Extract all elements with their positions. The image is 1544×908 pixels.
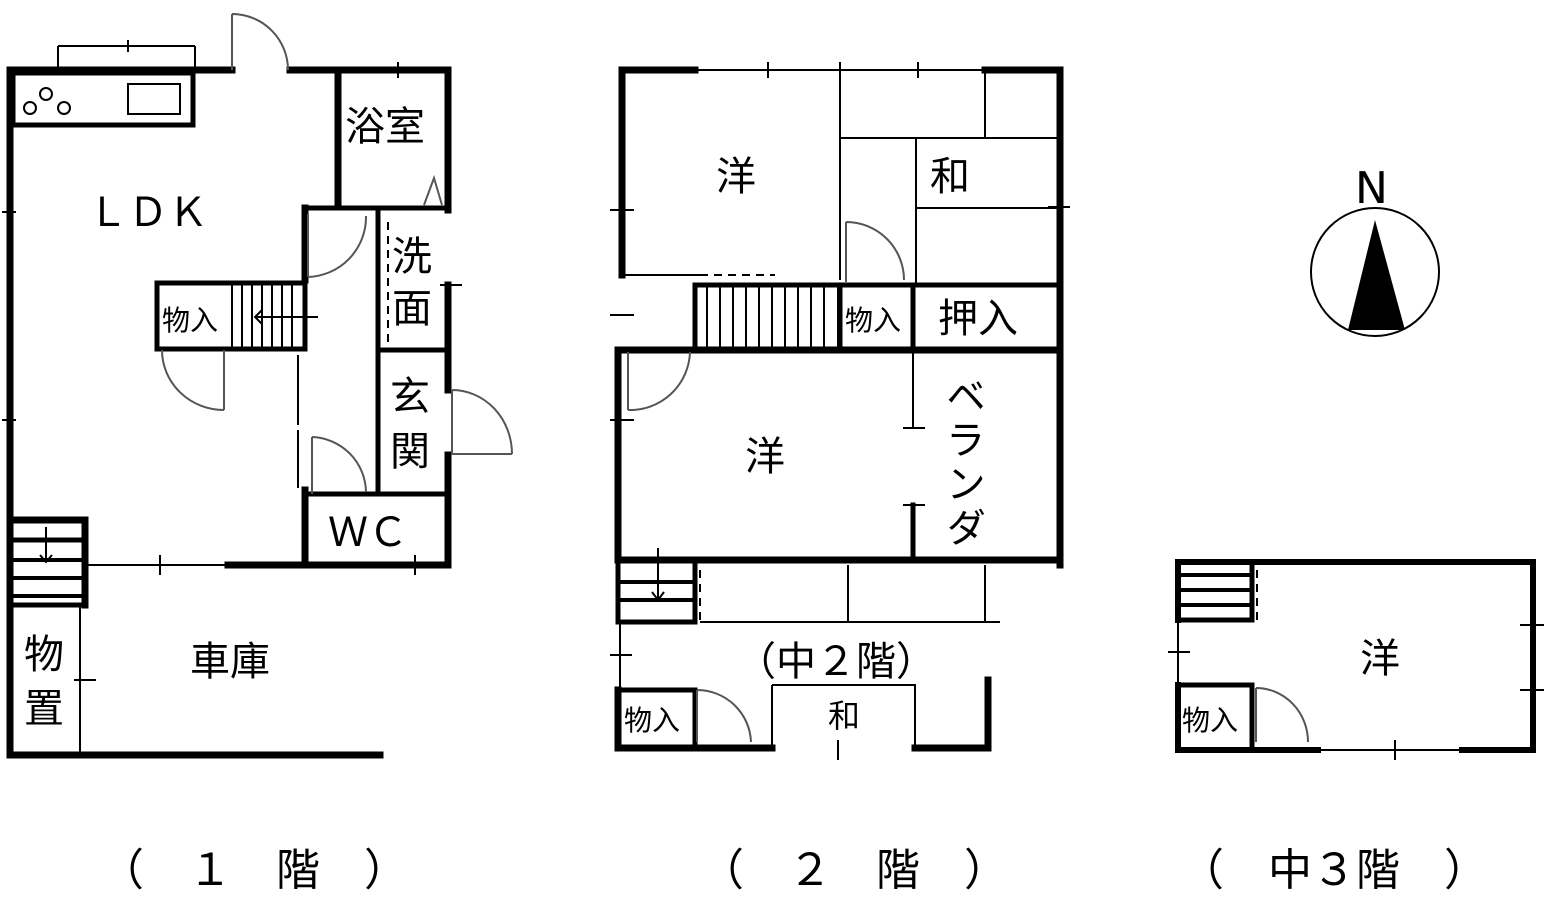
storage-3-label: 物入 — [1182, 704, 1238, 737]
floor-2-plan — [610, 62, 1070, 760]
wc-label: ＷＣ — [328, 510, 408, 556]
compass-north-label: N — [1355, 163, 1388, 214]
storage-2-low-label: 物入 — [624, 704, 680, 737]
storage-2-label: 物入 — [845, 304, 901, 337]
veranda-label: ベランダ — [939, 375, 985, 551]
western-room-top-label: 洋 — [716, 154, 756, 200]
entrance-label-2: 関 — [390, 429, 430, 475]
bath-label: 浴室 — [345, 104, 425, 150]
storage-label: 物入 — [162, 304, 218, 337]
washroom-label-1: 洗 — [392, 234, 432, 280]
closet-label: 押入 — [938, 296, 1018, 342]
compass-circle — [1310, 207, 1440, 337]
floor-1-plan — [2, 13, 513, 759]
entrance-label-1: 玄 — [390, 374, 430, 420]
ldk-label: ＬＤＫ — [88, 190, 208, 236]
garage-label: 車庫 — [190, 639, 270, 685]
floor-2-caption: （ ２ 階 ） — [700, 845, 1008, 896]
floor-1-caption: （ １ 階 ） — [100, 845, 408, 896]
floor-3-caption: （ 中３階 ） — [1180, 845, 1488, 896]
western-room-mid-label: 洋 — [745, 434, 785, 480]
western-room-3-label: 洋 — [1360, 636, 1400, 682]
shed-label-2: 置 — [24, 686, 64, 732]
floor-3-plan — [1168, 207, 1544, 760]
shed-label-1: 物 — [24, 632, 64, 678]
washroom-label-2: 面 — [392, 286, 432, 332]
north-arrow-icon — [1348, 220, 1405, 330]
mezzanine-2-label: （中２階） — [736, 639, 936, 685]
japanese-room-low-label: 和 — [828, 697, 860, 735]
japanese-room-top-label: 和 — [930, 154, 970, 200]
